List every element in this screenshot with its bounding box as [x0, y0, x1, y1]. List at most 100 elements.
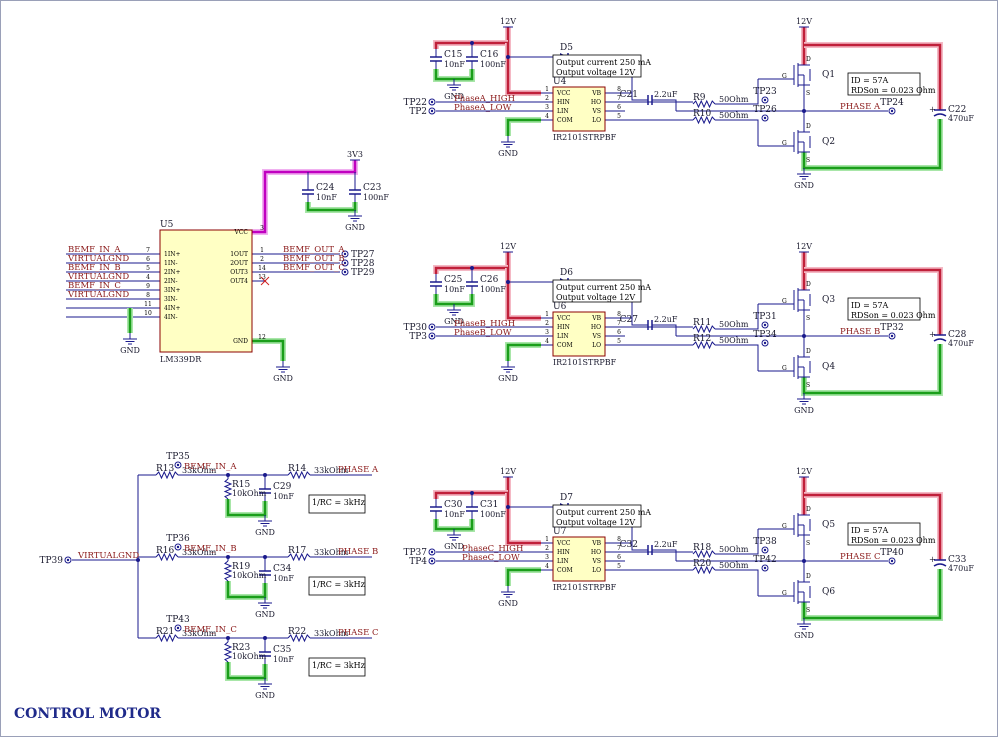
- driver-3-bulk-value: 470uF: [948, 564, 974, 573]
- comparator-no-connect-2: [260, 276, 270, 286]
- driver-1-cap-a: [430, 49, 442, 69]
- driver-1-tp-low-ring: [428, 107, 436, 115]
- bemf-filter-1-ground-rail: [226, 499, 267, 517]
- driver-3-mosfet-high-drain-letter: D: [806, 506, 811, 513]
- bemf-filter-2-r-div-value: 10kOhm: [232, 571, 267, 580]
- driver-2-pinnum-8: 8: [617, 311, 621, 318]
- driver-3-tp-high-center: [430, 550, 434, 554]
- ground-label: GND: [444, 542, 464, 551]
- ground-label: GND: [255, 691, 275, 700]
- driver-1-mosfet-high-drain-letter: D: [806, 56, 811, 63]
- driver-1-bulk-value: 470uF: [948, 114, 974, 123]
- driver-2-vb-to-cap: [631, 318, 640, 326]
- driver-2-tp-gate-low-center: [763, 341, 767, 345]
- driver-1-lo-to-gate: [715, 119, 759, 146]
- driver-2-note-box: [552, 279, 642, 303]
- driver-3-pinnum-8: 8: [617, 536, 621, 543]
- driver-1-tp-low-center: [430, 109, 434, 113]
- driver-2-mosfet-high-source-letter: S: [806, 315, 810, 322]
- driver-1-fet-note-box: [847, 72, 921, 96]
- resistor-body: [692, 115, 716, 125]
- virtualgnd-tp-center: [66, 558, 70, 562]
- driver-2-fet-note-line-2: RDSon = 0.023 Ohm: [851, 311, 936, 320]
- driver-3-phase-tp-ring: [888, 557, 896, 565]
- bemf-filter-3-r-phase-ref: R22: [288, 627, 306, 637]
- driver-3-note-line-2: Output voltage 12V: [556, 518, 635, 527]
- comparator-pinname-3IN-: 3IN-: [164, 296, 177, 303]
- driver-3-vb-to-cap: [631, 543, 640, 551]
- resistor-body: [692, 340, 716, 350]
- driver-1-tp-gate-low-label: TP26: [753, 105, 777, 115]
- driver-2-vcc-rail-halo: [505, 268, 541, 321]
- ground-label: GND: [444, 317, 464, 326]
- driver-1-phase-tp-center: [890, 109, 894, 113]
- driver-2-phase-tp-center: [890, 334, 894, 338]
- driver-3-cap-to-vs: [660, 549, 677, 561]
- bemf-filter-1-gnd: [258, 515, 272, 527]
- driver-1-tp-gate-low-center: [763, 116, 767, 120]
- driver-1-r-low-ref: R10: [693, 109, 712, 119]
- virtualgnd-tp-label: TP39: [39, 556, 63, 566]
- comparator-cap-c24-value: 10nF: [316, 193, 337, 202]
- driver-3-tp-low-center: [430, 559, 434, 563]
- virtualgnd-net: VIRTUALGND: [77, 551, 139, 561]
- driver-3-note-box: [552, 504, 642, 528]
- bemf-filter-3-r-in-ref: R21: [156, 627, 174, 637]
- driver-1-phase-tp-label: TP24: [880, 98, 904, 108]
- bemf-filter-3-note-box: [308, 657, 366, 677]
- driver-3-cap-gnd: [447, 529, 461, 541]
- driver-3-tp-gate-high-center: [763, 548, 767, 552]
- driver-3-r-low: [692, 565, 716, 575]
- driver-3-mosfet-high-source-letter: S: [806, 540, 810, 547]
- driver-3-fet-12v-supply-label: 12V: [796, 467, 812, 476]
- driver-2-ref: U6: [553, 302, 567, 312]
- comparator-pinname-4IN+: 4IN+: [164, 305, 180, 312]
- ground-label: GND: [794, 406, 814, 415]
- comparator-net-5: BEMF_IN_B: [68, 263, 121, 273]
- driver-3-r-high: [692, 549, 716, 559]
- driver-3-com-ground: [506, 568, 541, 586]
- driver-1-pinname-COM: COM: [557, 117, 573, 124]
- bemf-filter-3-r-in: [155, 633, 179, 643]
- driver-1-mosfet-low-source-letter: S: [806, 157, 810, 164]
- driver-1-phase-net: PHASE A: [840, 102, 881, 112]
- bemf-filter-1-cap: [259, 481, 271, 501]
- driver-3-fet-note-box: [847, 522, 921, 546]
- driver-3-mosfet-low-ref: Q6: [822, 587, 835, 597]
- driver-3-pinnum-6: 6: [617, 554, 621, 561]
- bemf-filter-1-r-in-value: 33kOhm: [182, 466, 217, 475]
- driver-1-r-high-ref: R9: [693, 93, 706, 103]
- comparator-out-net-1: BEMF_OUT_A: [283, 245, 345, 255]
- driver-3-mosfet-high: [786, 513, 811, 537]
- driver-1-pinname-LO: LO: [592, 117, 601, 124]
- driver-1-pinnum-5: 5: [617, 113, 621, 120]
- driver-1-fet-note-line-1: ID = 57A: [851, 76, 889, 85]
- comparator-unused-gnd: [123, 333, 137, 345]
- driver-2-cap-b: [466, 274, 478, 294]
- bemf-filter-3-cap: [259, 644, 271, 664]
- resistor-body: [223, 478, 233, 500]
- driver-1-pinname-LIN: LIN: [557, 108, 569, 115]
- resistor-body: [692, 99, 716, 109]
- driver-3-part: IR2101STRPBF: [553, 583, 617, 592]
- driver-2-note-line-1: Output current 250 mA: [556, 283, 651, 292]
- driver-2-ic-body: [552, 311, 606, 357]
- driver-3-r-low-ref: R20: [693, 559, 712, 569]
- driver-1-fet-ground-rail: [802, 119, 942, 170]
- driver-2-r-low-ref: R12: [693, 334, 711, 344]
- comparator-cap-c23-ref: C23: [363, 183, 382, 193]
- driver-3-vcc-rail: [506, 493, 541, 545]
- driver-1-cap-a-ref: C15: [444, 50, 463, 60]
- driver-2-fet-ground-rail: [802, 344, 942, 395]
- driver-3-cap-b-ref: C31: [480, 500, 498, 510]
- comparator-pinnum-9: 9: [146, 283, 150, 290]
- bemf-filter-1-bemf-net: BEMF_IN_A: [184, 462, 237, 472]
- driver-1-pinnum-1: 1: [545, 86, 549, 93]
- resistor-body: [223, 641, 233, 663]
- driver-2-tp-gate-low-ring: [761, 339, 769, 347]
- ground-label: GND: [255, 528, 275, 537]
- ground-label: GND: [794, 181, 814, 190]
- driver-1-boot-cap-ref: C21: [620, 90, 638, 100]
- resistor-body: [692, 324, 716, 334]
